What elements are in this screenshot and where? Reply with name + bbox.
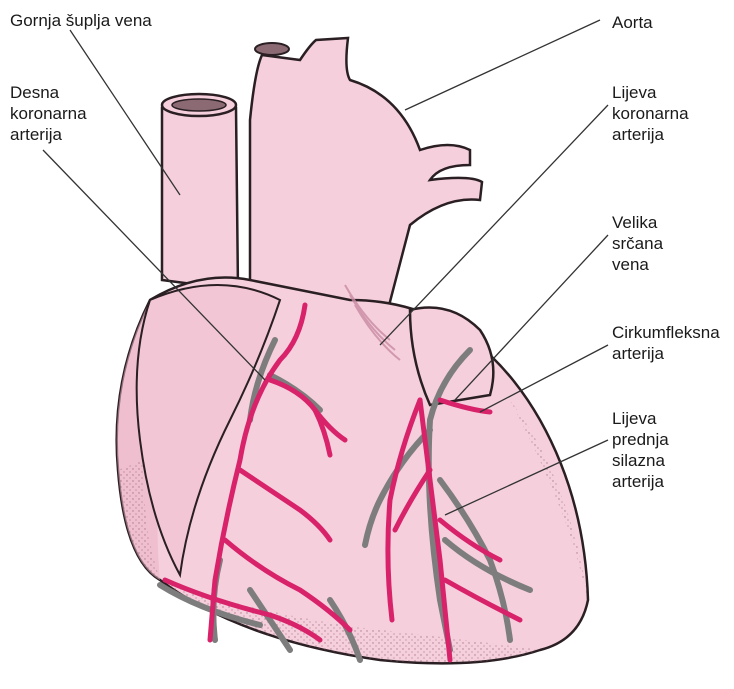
label-line: Aorta	[612, 12, 653, 33]
label-superior-vena-cava: Gornja šuplja vena	[10, 10, 152, 31]
superior-vena-cava	[162, 94, 238, 290]
label-line: Desna	[10, 82, 87, 103]
label-line: Lijeva	[612, 82, 689, 103]
label-left-coronary-artery: Lijeva koronarna arterija	[612, 82, 689, 145]
label-line: koronarna	[10, 103, 87, 124]
label-line: arterija	[612, 343, 720, 364]
label-line: arterija	[612, 471, 669, 492]
label-left-anterior-descending: Lijeva prednja silazna arterija	[612, 408, 669, 492]
label-line: Lijeva	[612, 408, 669, 429]
label-line: Gornja šuplja vena	[10, 10, 152, 31]
label-line: vena	[612, 254, 663, 275]
label-line: Cirkumfleksna	[612, 322, 720, 343]
label-line: koronarna	[612, 103, 689, 124]
label-great-cardiac-vein: Velika srčana vena	[612, 212, 663, 275]
label-circumflex-artery: Cirkumfleksna arterija	[612, 322, 720, 364]
label-line: prednja	[612, 429, 669, 450]
label-line: arterija	[612, 124, 689, 145]
label-right-coronary-artery: Desna koronarna arterija	[10, 82, 87, 145]
label-line: silazna	[612, 450, 669, 471]
label-aorta: Aorta	[612, 12, 653, 33]
label-line: arterija	[10, 124, 87, 145]
label-line: Velika	[612, 212, 663, 233]
label-line: srčana	[612, 233, 663, 254]
